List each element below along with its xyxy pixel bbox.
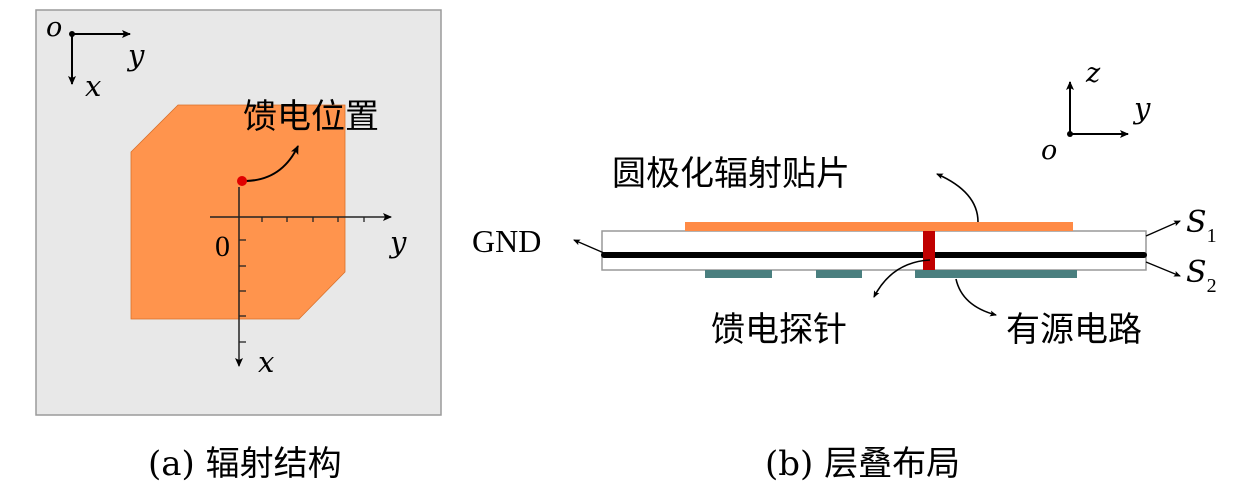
local-axes: 0 y x [210,187,407,379]
feed-point [237,176,247,186]
circular-polarized-patch [685,222,1073,231]
panel-a-radiating-structure: o y x 馈电位置 [35,9,442,416]
caption-b: (b) 层叠布局 [765,444,960,484]
z-axis-label: z [1085,58,1101,89]
origin-zero-label: 0 [215,230,230,263]
x-axis-label: x [85,69,101,103]
coordinate-system-a: o y x [46,12,145,103]
x-ticks [239,239,246,343]
origin-label-b: o [1041,135,1057,166]
s1-label: S1 [1186,205,1217,247]
feed-arrow [245,145,299,182]
coordinate-system-b: o z y [1041,58,1151,166]
s2-arrow [1145,261,1181,277]
local-y-label: y [388,225,407,259]
radiating-patch [130,104,346,320]
probe-arrow [873,259,931,298]
origin-label: o [46,12,62,43]
caption-a: (a) 辐射结构 [148,444,342,484]
y-ticks [261,217,365,222]
feed-position-label: 馈电位置 [243,97,379,137]
y-axis-label: y [126,38,145,72]
s2-label: S2 [1186,255,1217,297]
circuit-arrow [955,278,997,317]
local-x-label: x [258,345,274,379]
y-axis-label-b: y [1132,91,1151,125]
probe-label: 馈电探针 [711,310,847,350]
gnd-label: GND [472,223,541,259]
s1-arrow [1145,220,1181,237]
panel-b-stackup: o z y 圆极化辐射贴片 GND S1 S2 馈电探针 [472,58,1217,350]
active-circuit-pads [705,270,1077,278]
substrate-s1 [601,230,1147,254]
active-circuit-label: 有源电路 [1006,310,1142,350]
patch-arrow [936,173,979,223]
feed-probe [923,231,935,270]
gnd-arrow [573,239,605,254]
patch-label: 圆极化辐射贴片 [612,154,850,194]
